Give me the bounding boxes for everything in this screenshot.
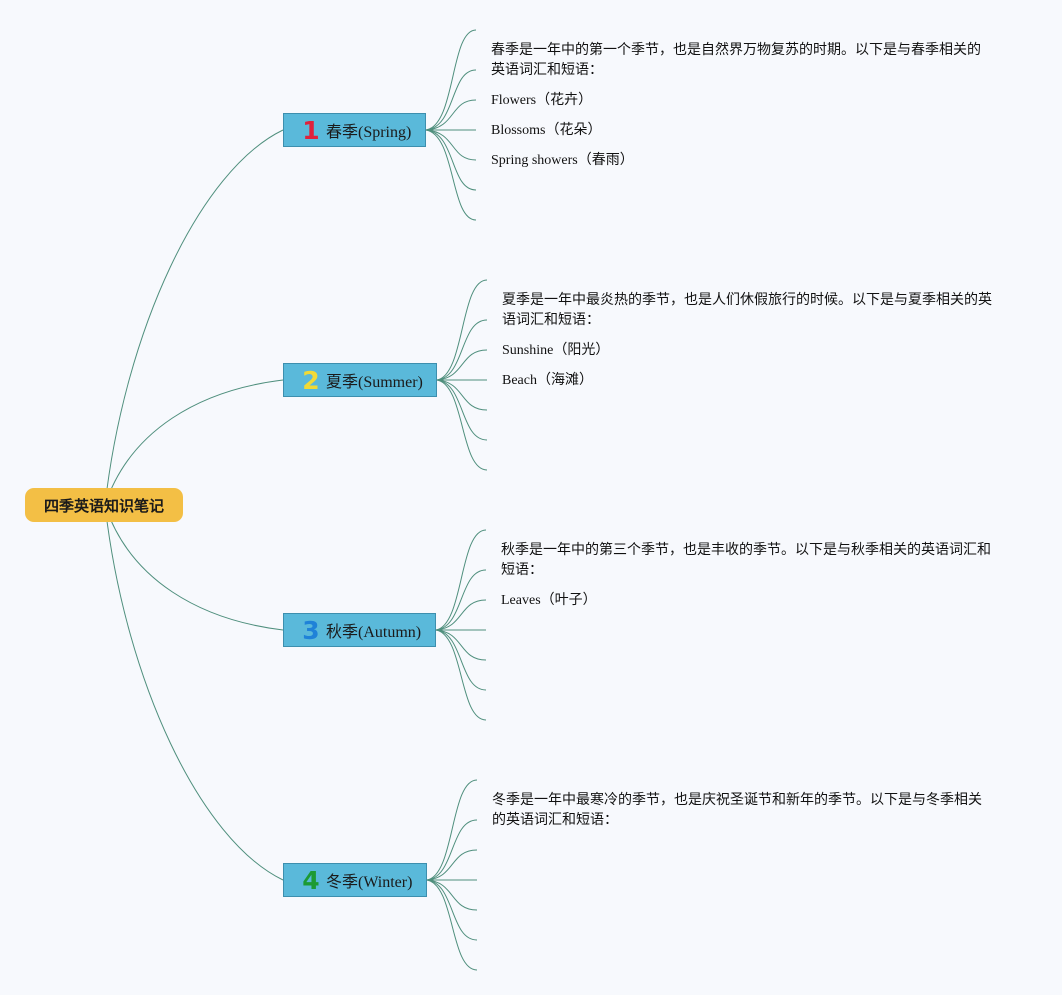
branch-summer[interactable]: 2 夏季(Summer) bbox=[283, 363, 437, 397]
connector-central-summer bbox=[104, 379, 284, 506]
spring-item-blossoms: Blossoms（花朵） bbox=[491, 123, 602, 138]
branch-winter[interactable]: 4 冬季(Winter) bbox=[283, 863, 427, 897]
summer-description: 夏季是一年中最炎热的季节，也是人们休假旅行的时候。以下是与夏季相关的英语词汇和短… bbox=[502, 293, 992, 328]
connector-central-winter bbox=[104, 504, 284, 881]
branch-label: 春季(Spring) bbox=[326, 124, 412, 141]
number-1-icon: 1 bbox=[302, 115, 320, 145]
summer-item-beach: Beach（海滩） bbox=[502, 373, 593, 388]
number-3-icon: 3 bbox=[302, 615, 320, 645]
autumn-item-leaves: Leaves（叶子） bbox=[501, 593, 597, 608]
central-topic[interactable]: 四季英语知识笔记 bbox=[25, 488, 183, 522]
spring-item-spring-showers: Spring showers（春雨） bbox=[491, 153, 634, 168]
connector-central-autumn bbox=[104, 504, 284, 631]
spring-item-flowers: Flowers（花卉） bbox=[491, 93, 593, 108]
connector-central-spring bbox=[104, 129, 284, 506]
number-2-icon: 2 bbox=[302, 365, 320, 395]
branch-label: 秋季(Autumn) bbox=[326, 624, 422, 641]
branch-autumn[interactable]: 3 秋季(Autumn) bbox=[283, 613, 436, 647]
spring-description: 春季是一年中的第一个季节，也是自然界万物复苏的时期。以下是与春季相关的英语词汇和… bbox=[491, 43, 981, 78]
branch-label: 冬季(Winter) bbox=[326, 874, 413, 891]
autumn-description: 秋季是一年中的第三个季节，也是丰收的季节。以下是与秋季相关的英语词汇和短语： bbox=[501, 543, 991, 578]
winter-description: 冬季是一年中最寒冷的季节，也是庆祝圣诞节和新年的季节。以下是与冬季相关的英语词汇… bbox=[492, 793, 982, 828]
summer-item-sunshine: Sunshine（阳光） bbox=[502, 343, 610, 358]
branch-spring[interactable]: 1 春季(Spring) bbox=[283, 113, 426, 147]
number-4-icon: 4 bbox=[302, 865, 320, 895]
branch-label: 夏季(Summer) bbox=[326, 374, 423, 391]
